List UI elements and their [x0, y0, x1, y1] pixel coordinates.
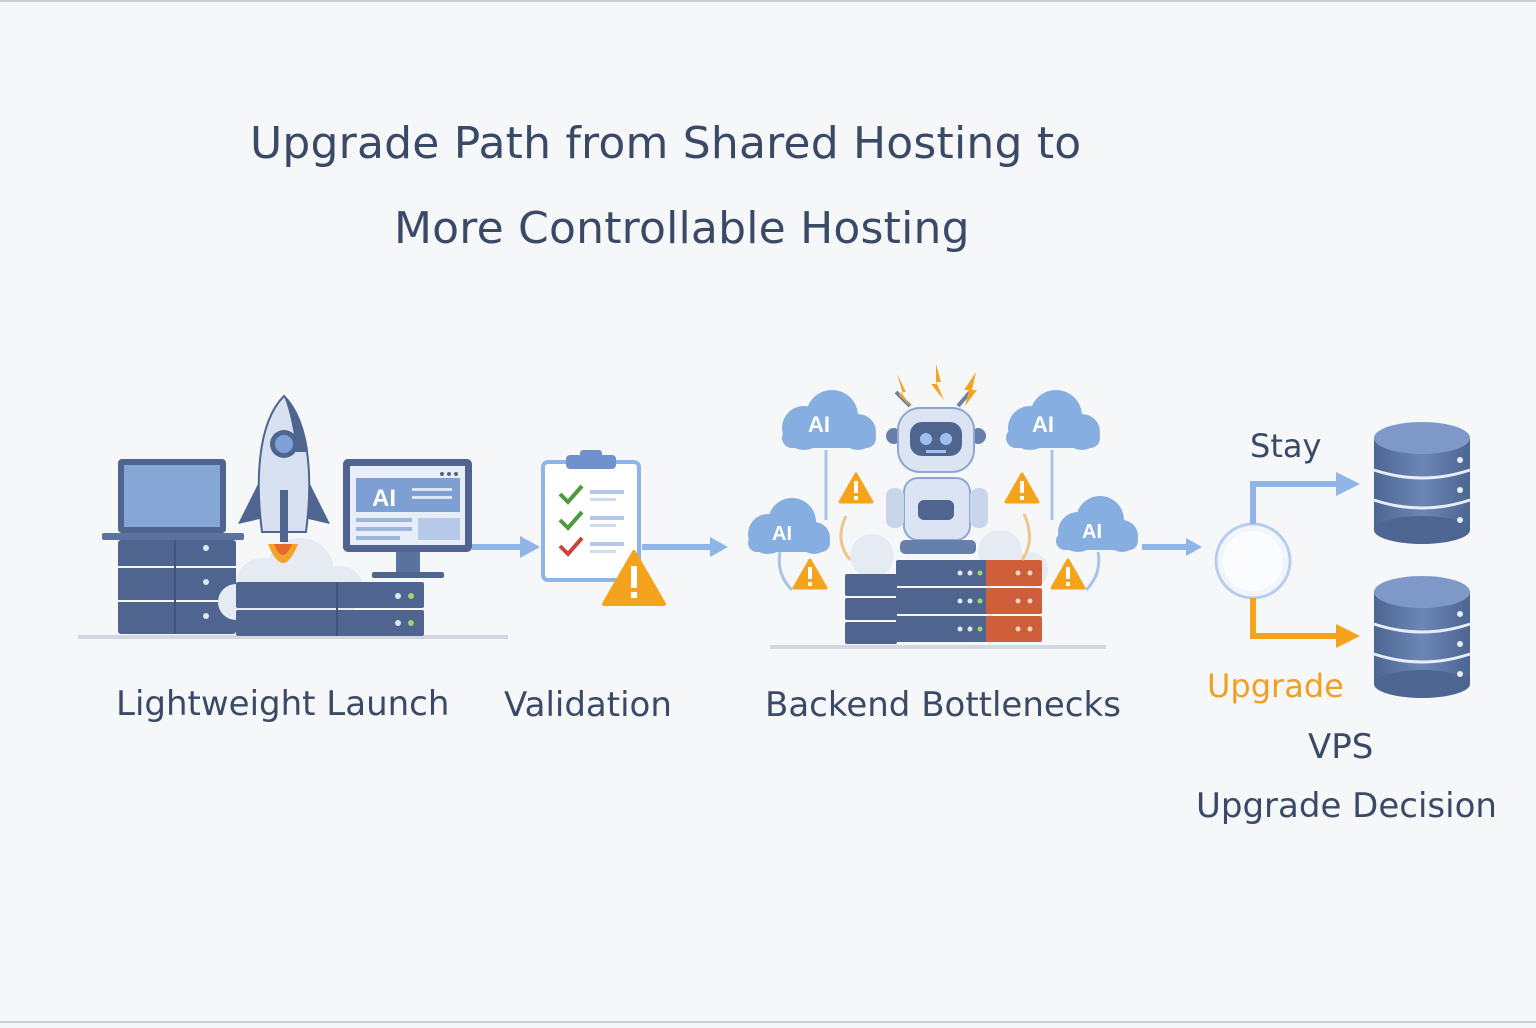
ai-cloud-icon — [748, 498, 830, 554]
vps-label: VPS — [1308, 727, 1374, 767]
robot-icon — [886, 390, 988, 554]
stage-label-bottlenecks: Backend Bottlenecks — [765, 685, 1121, 725]
arrow-validation-to-bottlenecks — [642, 537, 728, 557]
stay-branch-arrow — [1250, 481, 1340, 524]
ai-cloud-icon — [1056, 496, 1138, 552]
ai-badge-monitor: AI — [372, 485, 396, 512]
monitor-icon — [343, 459, 472, 578]
warning-icon — [602, 550, 666, 606]
ai-cloud-label: AI — [772, 523, 792, 545]
rocket-icon — [238, 394, 330, 563]
overloaded-server-icon — [986, 560, 1042, 642]
backend-bottlenecks-illustration: AI AI AI AI — [748, 364, 1138, 649]
check-icon — [558, 484, 584, 505]
ai-cloud-icon — [1006, 390, 1100, 450]
server-stack-icon — [845, 560, 988, 644]
connector-lines — [777, 450, 1101, 592]
server-stack-icon — [236, 582, 424, 636]
validation-illustration — [541, 450, 666, 606]
warning-icon — [792, 558, 828, 590]
upgrade-decision-illustration — [1214, 422, 1471, 698]
ai-cloud-icon — [782, 390, 876, 450]
stage-label-launch: Lightweight Launch — [116, 684, 450, 724]
page-subtitle: More Controllable Hosting — [394, 203, 970, 254]
server-tower-icon — [118, 540, 236, 634]
clipboard-icon — [541, 450, 641, 582]
laptop-icon — [102, 459, 244, 540]
warning-icon — [838, 472, 874, 504]
page-title: Upgrade Path from Shared Hosting to — [250, 118, 1082, 169]
stage-label-decision: Upgrade Decision — [1196, 786, 1497, 826]
ai-cloud-label: AI — [808, 412, 830, 437]
warning-icon — [1050, 558, 1086, 590]
upgrade-branch-arrow — [1250, 598, 1340, 639]
database-icon — [1373, 422, 1471, 544]
warning-icon — [1004, 472, 1040, 504]
check-icon — [558, 536, 584, 557]
arrow-launch-to-validation — [472, 536, 540, 558]
check-icon — [558, 510, 584, 531]
arrow-bottlenecks-to-decision — [1142, 538, 1202, 556]
ai-cloud-label: AI — [1082, 521, 1102, 543]
branch-label-upgrade: Upgrade — [1207, 667, 1344, 705]
database-icon — [1373, 576, 1471, 698]
lightning-icon — [897, 364, 977, 408]
lightweight-launch-illustration: AI — [78, 394, 508, 639]
branch-label-stay: Stay — [1250, 427, 1322, 465]
ai-cloud-label: AI — [1032, 412, 1054, 437]
stage-label-validation: Validation — [504, 685, 672, 725]
